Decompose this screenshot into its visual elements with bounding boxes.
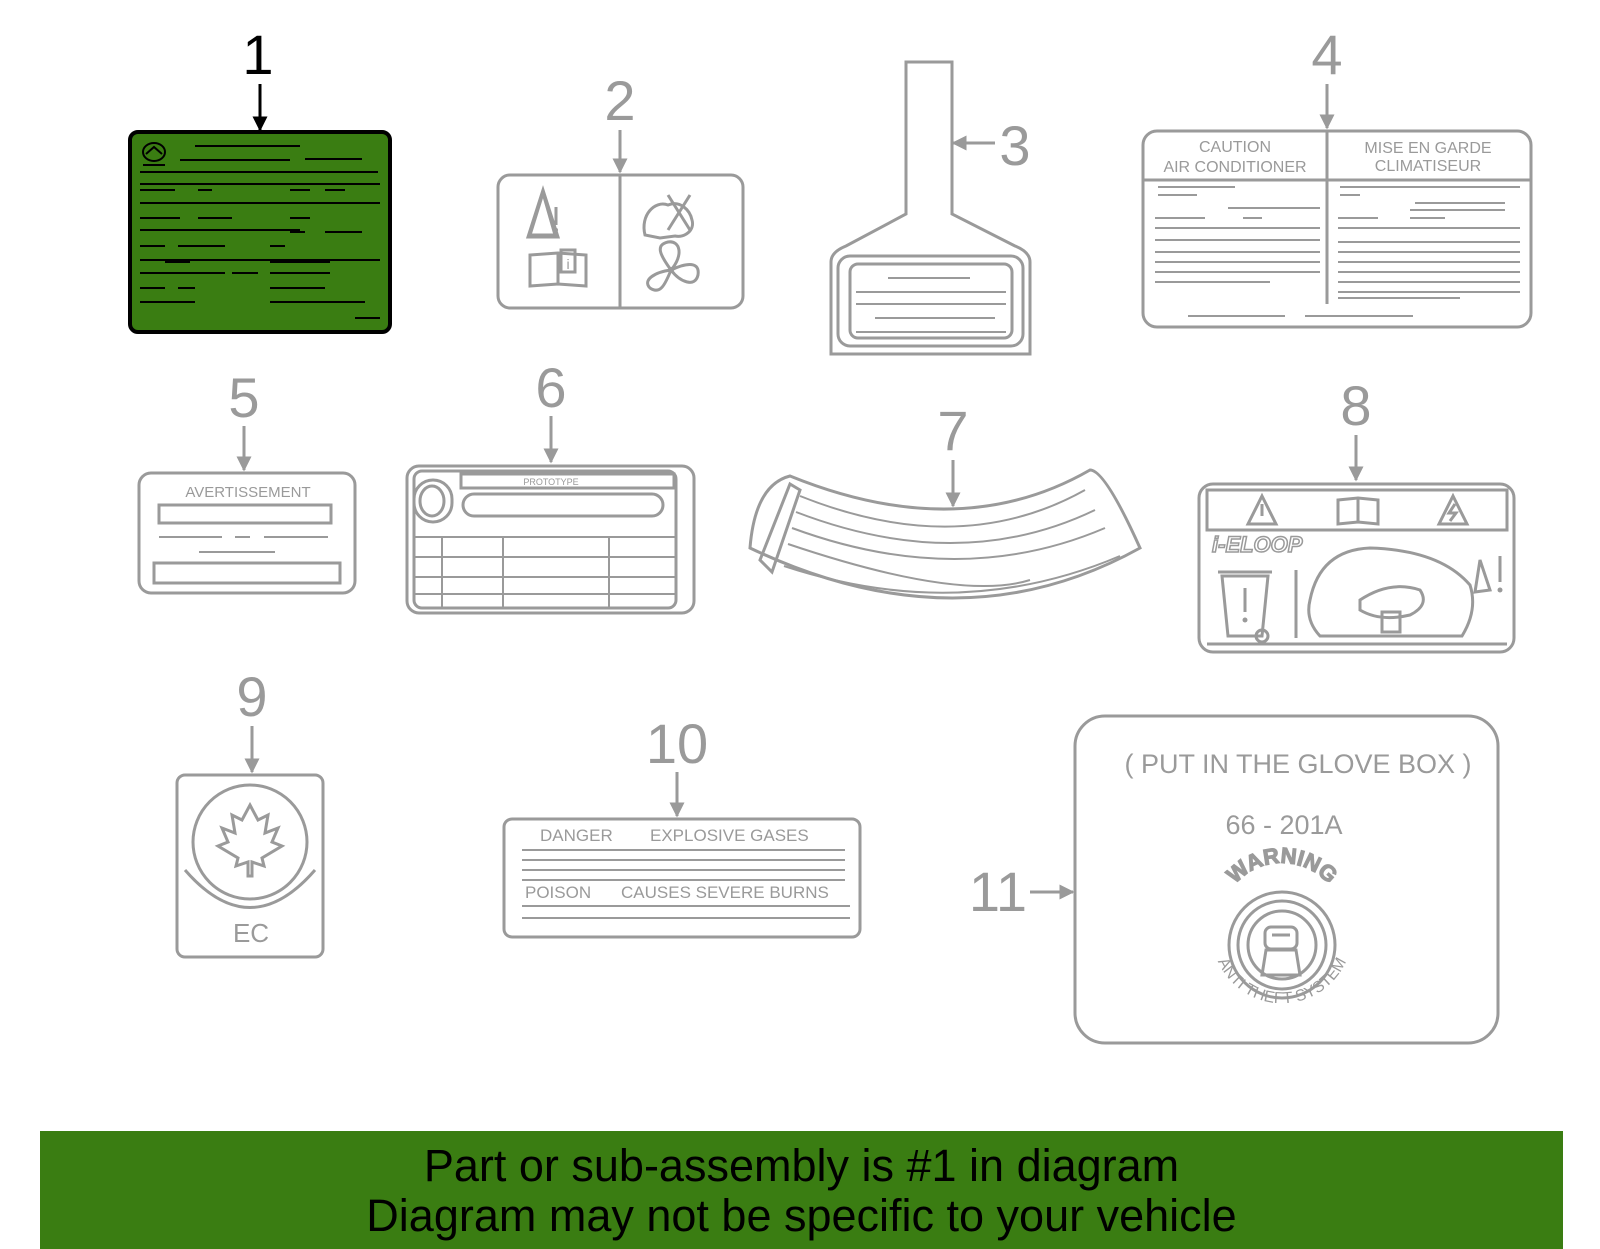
callout-8: 8 <box>1340 374 1371 437</box>
part-1-label-body <box>128 130 392 334</box>
svg-text:WARNING: WARNING <box>1222 843 1343 888</box>
svg-text:ANTI THEFT SYSTEM: ANTI THEFT SYSTEM <box>1214 955 1350 1007</box>
causes-burns-text: CAUSES SEVERE BURNS <box>621 883 829 902</box>
avertissement-text: AVERTISSEMENT <box>185 484 310 501</box>
part-9-ec-label[interactable]: 9 EC <box>175 665 325 959</box>
callout-1: 1 <box>242 23 273 86</box>
part-10-battery-label[interactable]: 10 DANGER EXPLOSIVE GASES POISON CAUSES … <box>502 712 862 939</box>
callout-2: 2 <box>604 69 635 132</box>
ac-caution-text: CAUTION <box>1199 139 1271 156</box>
ac-climatiseur-text: CLIMATISEUR <box>1375 158 1481 175</box>
callout-11: 11 <box>969 860 1027 923</box>
part-6-prototype-label[interactable]: 6 PROTOTYPE <box>405 356 696 615</box>
part-2-warning-label[interactable]: 2 i <box>496 69 745 310</box>
maple-leaf-icon <box>214 801 286 878</box>
danger-text: DANGER <box>540 826 613 845</box>
part-1-emission-label[interactable]: 1 <box>128 23 392 334</box>
part-8-ieloop-label[interactable]: 8 i-ELOOP <box>1197 374 1516 654</box>
warning-triangle-icon <box>1245 492 1279 526</box>
ac-caution-subtext: AIR CONDITIONER <box>1163 159 1306 176</box>
ec-code-text: EC <box>233 918 269 948</box>
antitheft-seal: WARNING ANTI THEFT SYSTEM <box>1214 842 1350 1007</box>
part-3-sunvisor-label[interactable]: 3 <box>829 60 1032 356</box>
warning-triangle-icon <box>525 185 561 239</box>
callout-6: 6 <box>535 356 566 419</box>
antitheft-figure-icon <box>1260 925 1302 977</box>
seal-antitheft-text: ANTI THEFT SYSTEM <box>1214 955 1350 1007</box>
part-11-antitheft-label[interactable]: 11 ( PUT IN THE GLOVE BOX ) 66 - 201A WA… <box>969 714 1500 1045</box>
prototype-text: PROTOTYPE <box>523 477 578 487</box>
footer-banner: Part or sub-assembly is #1 in diagram Di… <box>40 1131 1563 1249</box>
callout-5: 5 <box>228 366 259 429</box>
footer-line-1: Part or sub-assembly is #1 in diagram <box>423 1140 1180 1191</box>
car-engine-icon <box>1307 546 1503 638</box>
footer-line-2: Diagram may not be specific to your vehi… <box>366 1190 1237 1241</box>
high-voltage-icon <box>1436 492 1470 526</box>
svg-text:i: i <box>566 256 569 272</box>
poison-text: POISON <box>525 883 591 902</box>
callout-10: 10 <box>646 712 708 775</box>
callout-9: 9 <box>236 665 267 728</box>
fan-icon <box>646 240 700 292</box>
mazda-logo-icon <box>142 142 166 166</box>
part-number-text: 66 - 201A <box>1225 810 1342 840</box>
part-7-curved-label[interactable]: 7 <box>748 399 1142 600</box>
ac-miseengarde-text: MISE EN GARDE <box>1364 140 1491 157</box>
callout-7: 7 <box>937 399 968 462</box>
part-4-ac-caution-label[interactable]: 4 CAUTION AIR CONDITIONER MISE EN GARDE … <box>1141 23 1533 329</box>
manual-info-icon: i <box>528 248 588 288</box>
part-5-avertissement-label[interactable]: 5 AVERTISSEMENT <box>137 366 357 595</box>
manual-info-icon <box>1336 496 1380 526</box>
trash-bin-icon <box>1218 570 1272 644</box>
callout-4: 4 <box>1311 23 1342 86</box>
ieloop-logo-text: i-ELOOP <box>1212 532 1303 557</box>
glove-box-note: ( PUT IN THE GLOVE BOX ) <box>1124 749 1471 779</box>
seal-warning-text: WARNING <box>1221 842 1343 888</box>
explosive-gases-text: EXPLOSIVE GASES <box>650 826 809 845</box>
hand-hazard-icon <box>642 194 695 240</box>
callout-3: 3 <box>999 114 1030 177</box>
